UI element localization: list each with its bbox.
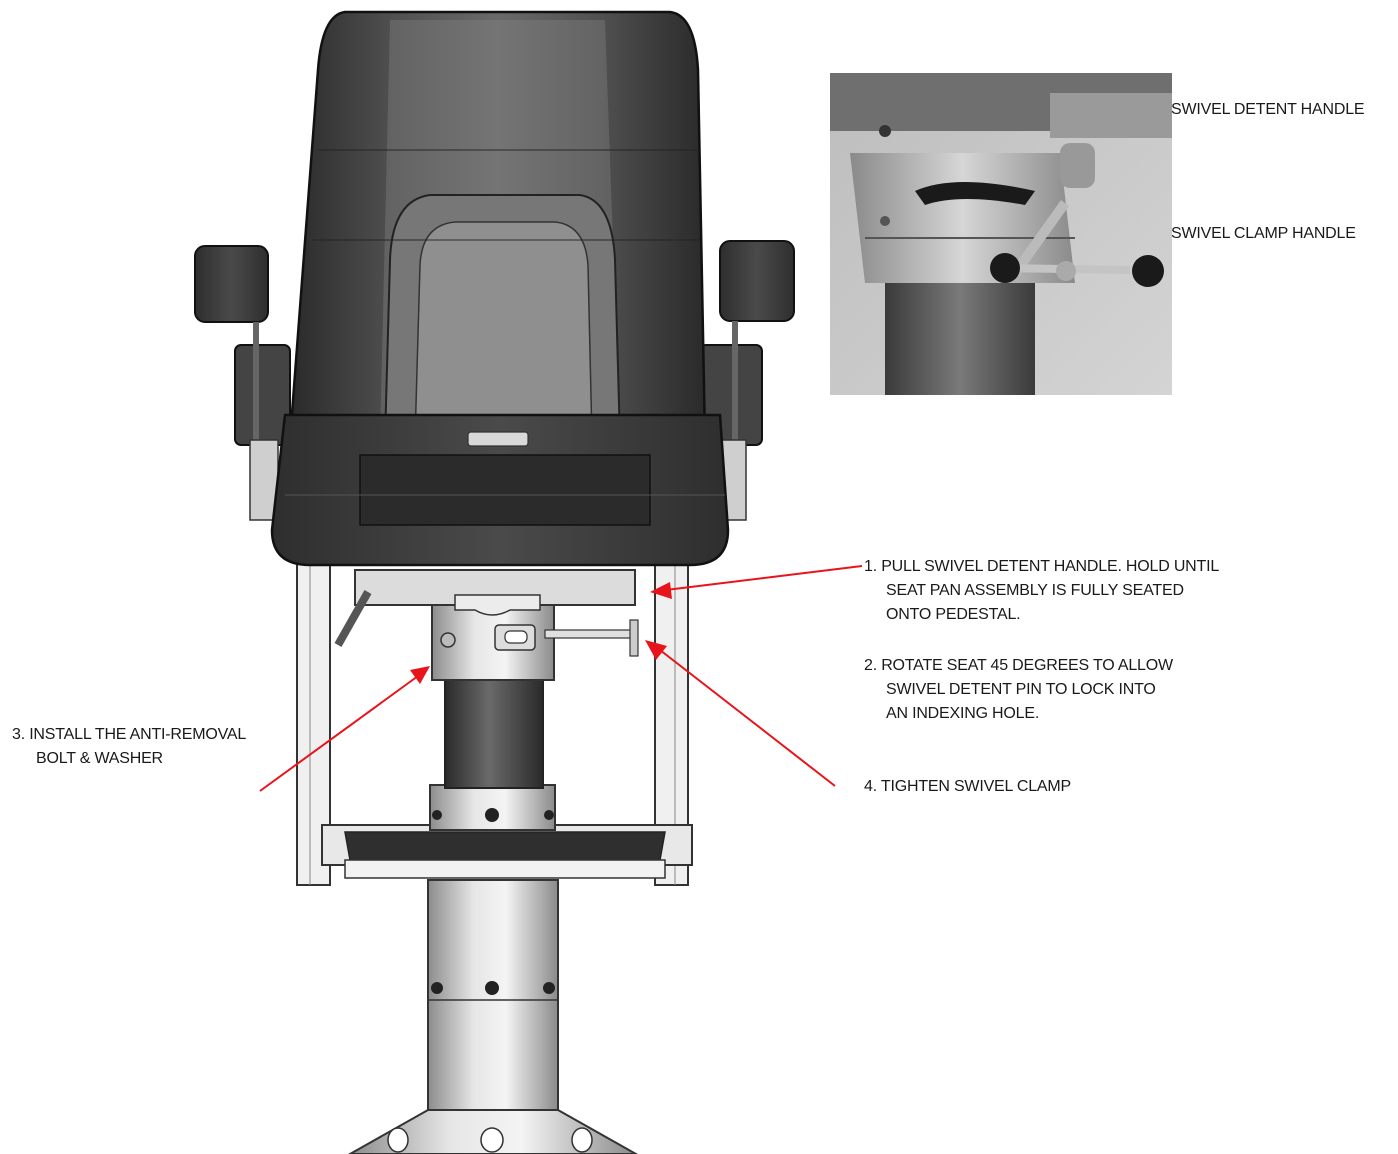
step-1-line-1: 1. PULL SWIVEL DETENT HANDLE. HOLD UNTIL (864, 558, 1220, 575)
armrest-left (194, 245, 291, 521)
pedestal-upper (429, 604, 639, 831)
step-1-line-2: SEAT PAN ASSEMBLY IS FULLY SEATED (886, 582, 1184, 599)
step-3-line-2: BOLT & WASHER (36, 750, 163, 767)
inset-detent-label: SWIVEL DETENT HANDLE (1171, 101, 1365, 118)
pedestal-lower (347, 879, 639, 1154)
step-3-line-1: 3. INSTALL THE ANTI-REMOVAL (12, 726, 247, 743)
seat-pan-bracket (334, 569, 636, 647)
step-1-line-3: ONTO PEDESTAL. (886, 606, 1021, 623)
step-2-line-3: AN INDEXING HOLE. (886, 705, 1040, 722)
step-2-line-1: 2. ROTATE SEAT 45 DEGREES TO ALLOW (864, 657, 1173, 674)
inset-photo (830, 73, 1172, 395)
inset-clamp-label: SWIVEL CLAMP HANDLE (1171, 225, 1356, 242)
frame-rails (296, 560, 689, 886)
step-4-line-1: 4. TIGHTEN SWIVEL CLAMP (864, 778, 1072, 795)
backrest (288, 10, 707, 442)
seat-cushion (270, 413, 730, 567)
step-2-line-2: SWIVEL DETENT PIN TO LOCK INTO (886, 681, 1156, 698)
footrest (321, 824, 693, 879)
